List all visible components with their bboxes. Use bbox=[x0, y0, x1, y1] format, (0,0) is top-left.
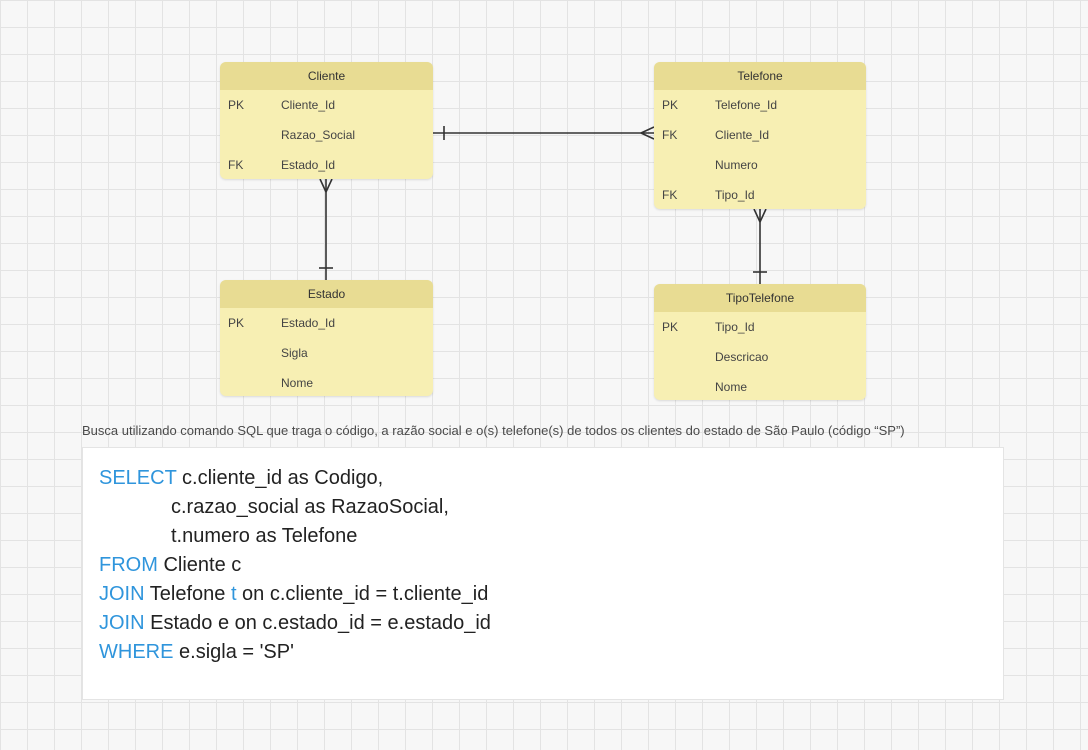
sql-keyword: SELECT bbox=[99, 467, 177, 489]
entity-tipotelefone[interactable]: TipoTelefone PK Tipo_Id Descricao Nome bbox=[654, 284, 866, 400]
key-badge: PK bbox=[228, 316, 245, 330]
field-name: Nome bbox=[715, 380, 748, 394]
field-name: Cliente_Id bbox=[715, 128, 770, 142]
entity-cliente-row[interactable]: PK Cliente_Id bbox=[220, 90, 433, 120]
sql-text: e.sigla = 'SP' bbox=[173, 641, 294, 663]
entity-tipotelefone-row[interactable]: PK Tipo_Id bbox=[654, 312, 866, 342]
field-name: Cliente_Id bbox=[281, 98, 336, 112]
key-badge: FK bbox=[662, 188, 678, 202]
entity-cliente-row[interactable]: Razao_Social bbox=[220, 120, 433, 150]
sql-line: SELECT c.cliente_id as Codigo, bbox=[99, 464, 1003, 493]
sql-text: Estado e on c.estado_id = e.estado_id bbox=[144, 612, 491, 634]
entity-telefone-row[interactable]: FK Tipo_Id bbox=[654, 180, 866, 209]
sql-keyword: WHERE bbox=[99, 641, 174, 663]
entity-estado-row[interactable]: Nome bbox=[220, 368, 433, 396]
sql-line: WHERE e.sigla = 'SP' bbox=[99, 638, 1003, 667]
entity-estado-row[interactable]: PK Estado_Id bbox=[220, 308, 433, 338]
sql-text: on c.cliente_id = t.cliente_id bbox=[236, 583, 489, 605]
field-name: Razao_Social bbox=[281, 128, 356, 142]
sql-line: FROM Cliente c bbox=[99, 551, 1003, 580]
sql-text: Telefone bbox=[144, 583, 231, 605]
field-name: Estado_Id bbox=[281, 158, 336, 172]
sql-code-box[interactable]: SELECT c.cliente_id as Codigo, c.razao_s… bbox=[82, 447, 1004, 700]
field-name: Descricao bbox=[715, 350, 769, 364]
entity-estado-title: Estado bbox=[220, 280, 433, 308]
sql-text: c.cliente_id as Codigo, bbox=[176, 467, 384, 489]
key-badge: FK bbox=[662, 128, 678, 142]
sql-keyword: JOIN bbox=[99, 612, 145, 634]
entity-estado-row[interactable]: Sigla bbox=[220, 338, 433, 368]
entity-tipotelefone-row[interactable]: Nome bbox=[654, 372, 866, 400]
sql-keyword: JOIN bbox=[99, 583, 145, 605]
relation-cliente-telefone[interactable] bbox=[433, 126, 655, 140]
entity-tipotelefone-row[interactable]: Descricao bbox=[654, 342, 866, 372]
entity-cliente[interactable]: Cliente PK Cliente_Id Razao_Social FK Es… bbox=[220, 62, 433, 179]
field-name: Nome bbox=[281, 376, 314, 390]
entity-telefone-row[interactable]: FK Cliente_Id bbox=[654, 120, 866, 150]
field-name: Tipo_Id bbox=[715, 188, 755, 202]
entity-cliente-title: Cliente bbox=[220, 62, 433, 90]
sql-text: c.razao_social as RazaoSocial, bbox=[171, 496, 449, 518]
sql-keyword: t bbox=[230, 583, 237, 605]
key-badge: FK bbox=[228, 158, 244, 172]
entity-tipotelefone-title: TipoTelefone bbox=[654, 284, 866, 312]
sql-keyword: FROM bbox=[99, 554, 158, 576]
sql-line: JOIN Estado e on c.estado_id = e.estado_… bbox=[99, 609, 1003, 638]
field-name: Sigla bbox=[281, 346, 308, 360]
key-badge: PK bbox=[662, 320, 679, 334]
relation-tipotelefone-telefone[interactable] bbox=[753, 208, 767, 284]
field-name: Tipo_Id bbox=[715, 320, 755, 334]
field-name: Numero bbox=[715, 158, 758, 172]
entity-telefone-title: Telefone bbox=[654, 62, 866, 90]
entity-telefone[interactable]: Telefone PK Telefone_Id FK Cliente_Id Nu… bbox=[654, 62, 866, 209]
entity-telefone-row[interactable]: PK Telefone_Id bbox=[654, 90, 866, 120]
key-badge: PK bbox=[662, 98, 679, 112]
sql-text: t.numero as Telefone bbox=[171, 525, 358, 547]
sql-line: t.numero as Telefone bbox=[99, 522, 1003, 551]
relation-estado-cliente[interactable] bbox=[319, 178, 333, 280]
query-description: Busca utilizando comando SQL que traga o… bbox=[82, 423, 905, 438]
field-name: Telefone_Id bbox=[715, 98, 778, 112]
sql-line: JOIN Telefone t on c.cliente_id = t.clie… bbox=[99, 580, 1003, 609]
entity-telefone-row[interactable]: Numero bbox=[654, 150, 866, 180]
sql-line: c.razao_social as RazaoSocial, bbox=[99, 493, 1003, 522]
sql-text: Cliente c bbox=[157, 554, 242, 576]
entity-estado[interactable]: Estado PK Estado_Id Sigla Nome bbox=[220, 280, 433, 396]
field-name: Estado_Id bbox=[281, 316, 336, 330]
key-badge: PK bbox=[228, 98, 245, 112]
entity-cliente-row[interactable]: FK Estado_Id bbox=[220, 150, 433, 179]
